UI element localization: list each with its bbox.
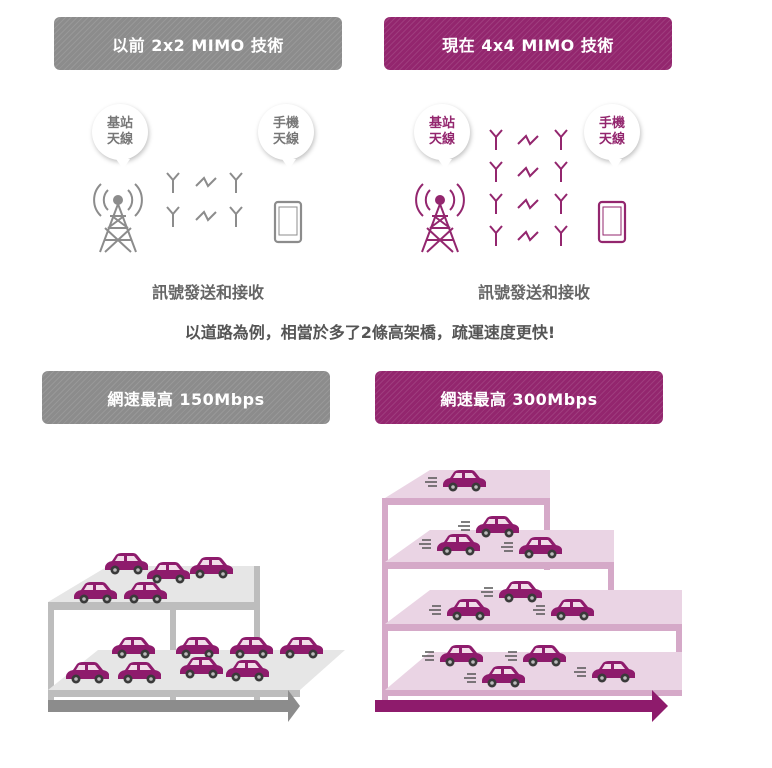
car-icon	[112, 637, 155, 659]
car-icon	[176, 637, 219, 659]
car-icon	[118, 662, 161, 684]
road-analogy-text: 以道路為例，相當於多了2條高架橋，疏運速度更快!	[184, 323, 556, 342]
arrow-icon	[48, 690, 300, 722]
car-icon	[437, 534, 480, 556]
header-4x4-text: 現在 4x4 MIMO 技術	[442, 35, 614, 55]
car-icon	[180, 657, 223, 679]
speed-150-text: 網速最高 150Mbps	[107, 389, 265, 409]
bubble-label: 基站	[428, 116, 455, 131]
bubble-label: 天線	[106, 132, 133, 147]
car-icon	[443, 470, 486, 492]
speed-150-banner: 網速最高 150Mbps	[42, 371, 330, 424]
arrow-icon	[375, 690, 668, 722]
signal-icon	[517, 134, 539, 242]
car-icon	[147, 562, 190, 584]
signal-caption-left: 訊號發送和接收	[151, 283, 264, 302]
tower-icon	[93, 183, 143, 253]
car-icon	[74, 582, 117, 604]
car-icon	[226, 660, 269, 682]
antenna-icon	[166, 172, 243, 227]
bubble-base-antenna-right: 基站 天線	[414, 104, 470, 169]
car-icon	[66, 662, 109, 684]
car-icon	[230, 637, 273, 659]
bubble-label: 手機	[272, 116, 299, 131]
signal-icon	[195, 176, 217, 222]
tower-icon	[415, 183, 465, 253]
car-icon	[280, 637, 323, 659]
car-icon	[190, 557, 233, 579]
car-icon	[476, 516, 519, 538]
header-2x2-text: 以前 2x2 MIMO 技術	[112, 35, 284, 55]
phone-icon	[273, 200, 303, 244]
car-icon	[499, 581, 542, 603]
speed-300-banner: 網速最高 300Mbps	[375, 371, 663, 424]
bubble-label: 手機	[598, 116, 625, 131]
car-icon	[482, 666, 525, 688]
header-4x4-banner: 現在 4x4 MIMO 技術	[384, 17, 672, 70]
bubble-base-antenna-left: 基站 天線	[92, 104, 148, 169]
car-icon	[440, 645, 483, 667]
road-2-level	[48, 553, 345, 722]
car-icon	[124, 582, 167, 604]
bubble-label: 基站	[106, 116, 133, 131]
bubble-label: 天線	[272, 132, 299, 147]
phone-icon	[597, 200, 627, 244]
car-icon	[447, 599, 490, 621]
bubble-phone-antenna-right: 手機 天線	[584, 104, 640, 169]
bubble-phone-antenna-left: 手機 天線	[258, 104, 314, 169]
signal-caption-right: 訊號發送和接收	[477, 283, 590, 302]
speed-300-text: 網速最高 300Mbps	[440, 389, 598, 409]
car-icon	[592, 661, 635, 683]
header-2x2-banner: 以前 2x2 MIMO 技術	[54, 17, 342, 70]
car-icon	[523, 645, 566, 667]
bubble-label: 天線	[428, 132, 455, 147]
car-icon	[551, 599, 594, 621]
road-4-level	[375, 470, 682, 722]
car-icon	[519, 537, 562, 559]
antenna-icon	[489, 129, 568, 246]
bubble-label: 天線	[598, 132, 625, 147]
car-icon	[105, 553, 148, 575]
